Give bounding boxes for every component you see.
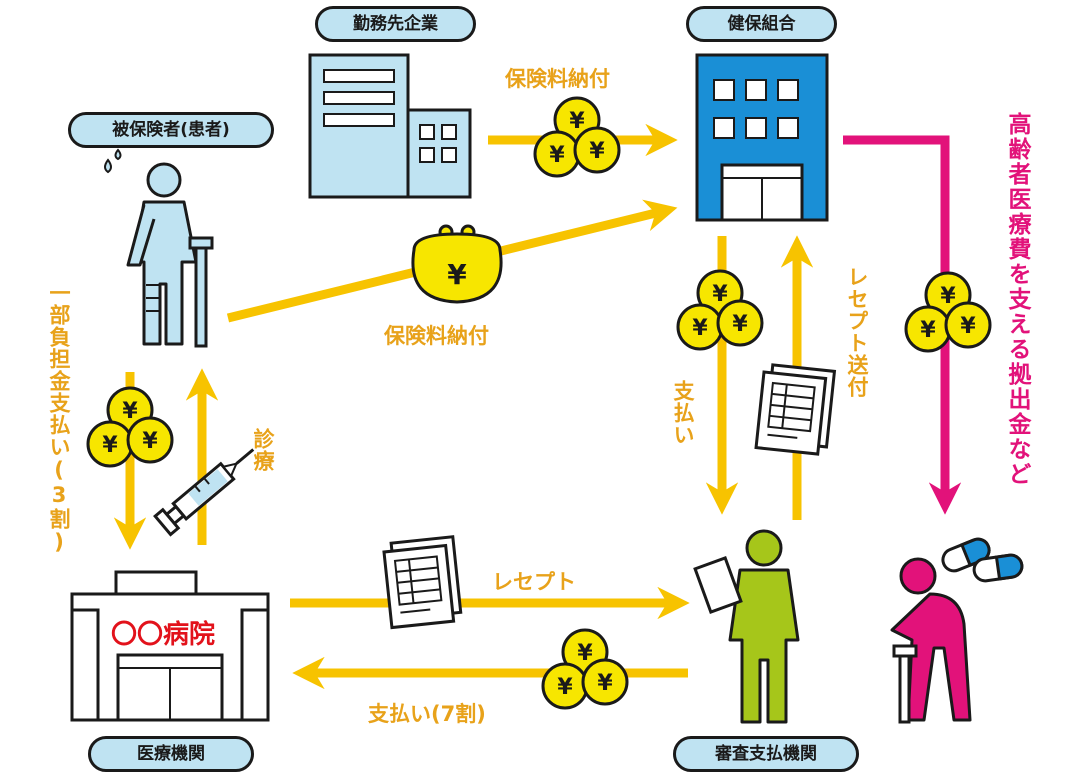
insurer-label: 健保組合 [686, 6, 837, 42]
purse-yen-mark: ¥ [447, 258, 467, 291]
treatment-label: 診療 [251, 428, 275, 472]
receipt-send-document-icon [754, 362, 836, 457]
elderly-contribution-label: 高齢者医療費を支える拠出金など [1004, 112, 1030, 487]
insured-patient-icon [104, 148, 214, 348]
premium-insured-label: 保険料納付 [384, 324, 489, 348]
coins-premium-employer-icon [535, 98, 619, 176]
employer-building-icon [308, 53, 472, 199]
insured-label: 被保険者(患者) [68, 112, 274, 148]
receipt-document-icon [381, 535, 464, 630]
hospital-sign: 〇〇病院 [111, 620, 216, 650]
elderly-person-icon [890, 557, 972, 724]
review-agency-label: 審査支払機関 [673, 736, 859, 772]
payment-label: 支払い [671, 380, 695, 446]
capsule-pills-icon [941, 537, 1024, 583]
hospital-building-icon [70, 570, 270, 722]
payment-70-label: 支払い(7割) [368, 702, 486, 726]
arrow-elderly [843, 135, 962, 515]
insurer-building-icon [695, 53, 829, 222]
receipt-send-label: レセプト送付 [845, 266, 869, 398]
coin-purse-icon: ¥ [411, 224, 503, 304]
employer-label: 勤務先企業 [315, 6, 476, 42]
medical-institution-label: 医療機関 [88, 736, 254, 772]
syringe-icon [153, 448, 255, 537]
coins-payment-70-icon [543, 630, 627, 708]
coins-elderly-icon [906, 273, 990, 351]
coins-copay-icon [88, 388, 172, 466]
premium-employer-label: 保険料納付 [505, 67, 610, 91]
copay-label: 一部負担金支払い(3割) [47, 282, 71, 555]
coins-payment-icon [678, 271, 762, 349]
reviewer-person-icon [693, 529, 800, 724]
receipt-label: レセプト [492, 570, 576, 594]
